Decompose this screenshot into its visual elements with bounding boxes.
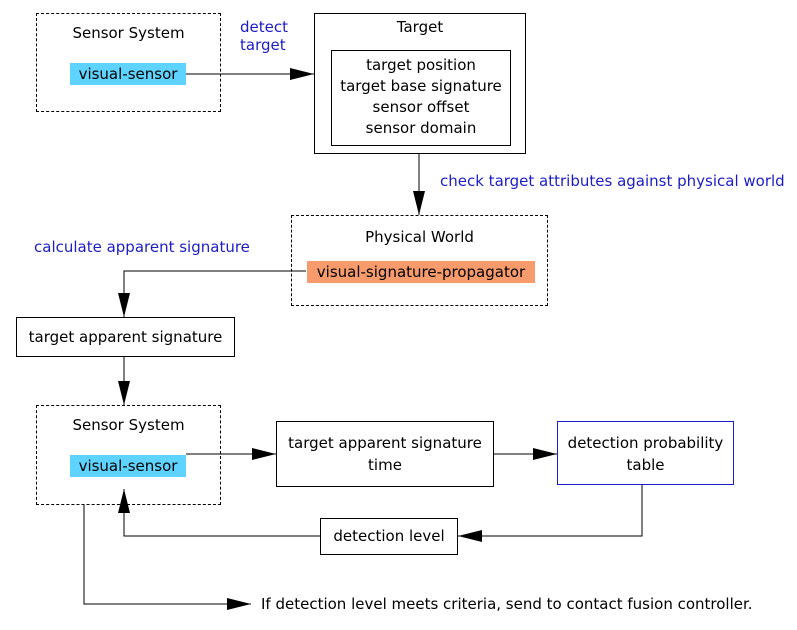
- sensor-system-top: Sensor System visual-sensor: [36, 13, 221, 112]
- arrow-sensor-to-fusion-note: [83, 505, 251, 610]
- detection-probability-text: detection probability table: [558, 432, 733, 476]
- visual-sensor-top-chip: visual-sensor: [70, 63, 186, 85]
- arrow-probability-to-detection-level: [458, 485, 643, 542]
- visual-signature-propagator-chip: visual-signature-propagator: [307, 261, 535, 283]
- detection-probability-line-1: detection probability: [567, 434, 724, 452]
- calculate-signature-label: calculate apparent signature: [34, 238, 250, 256]
- target-attribute-item: target position: [366, 56, 476, 74]
- physical-world-box: Physical World visual-signature-propagat…: [291, 215, 548, 306]
- check-attributes-label: check target attributes against physical…: [440, 172, 785, 190]
- target-box: Target target position target base signa…: [314, 13, 526, 154]
- apparent-signature-time-line-1: target apparent signature: [288, 434, 482, 452]
- detection-probability-line-2: table: [626, 456, 665, 474]
- sensor-system-top-title: Sensor System: [72, 24, 185, 42]
- arrow-physical-world-to-apparent-signature: [118, 270, 306, 317]
- sensor-system-bottom-title: Sensor System: [72, 416, 185, 434]
- apparent-signature-time-text: target apparent signature time: [277, 432, 493, 476]
- target-attributes-box: target position target base signature se…: [331, 50, 511, 146]
- sensor-system-bottom: Sensor System visual-sensor: [36, 405, 221, 505]
- target-apparent-signature-text: target apparent signature: [28, 328, 223, 346]
- detection-probability-box: detection probability table: [557, 421, 734, 485]
- detect-target-label-line-2: target: [240, 36, 286, 54]
- visual-sensor-bottom-chip: visual-sensor: [70, 455, 186, 477]
- target-attributes: target position target base signature se…: [332, 55, 510, 139]
- fusion-controller-note: If detection level meets criteria, send …: [261, 595, 753, 613]
- detection-level-text: detection level: [333, 527, 445, 545]
- target-attribute-item: target base signature: [340, 77, 502, 95]
- apparent-signature-time-line-2: time: [368, 456, 402, 474]
- target-attribute-item: sensor domain: [365, 119, 477, 137]
- detection-level-box: detection level: [320, 518, 458, 555]
- detect-target-label-line-1: detect: [240, 18, 288, 36]
- target-attribute-item: sensor offset: [372, 98, 470, 116]
- apparent-signature-time-box: target apparent signature time: [276, 421, 494, 487]
- target-title: Target: [396, 18, 444, 36]
- physical-world-title: Physical World: [365, 228, 474, 246]
- target-apparent-signature-box: target apparent signature: [16, 317, 235, 357]
- detect-target-label: detect target: [240, 18, 288, 54]
